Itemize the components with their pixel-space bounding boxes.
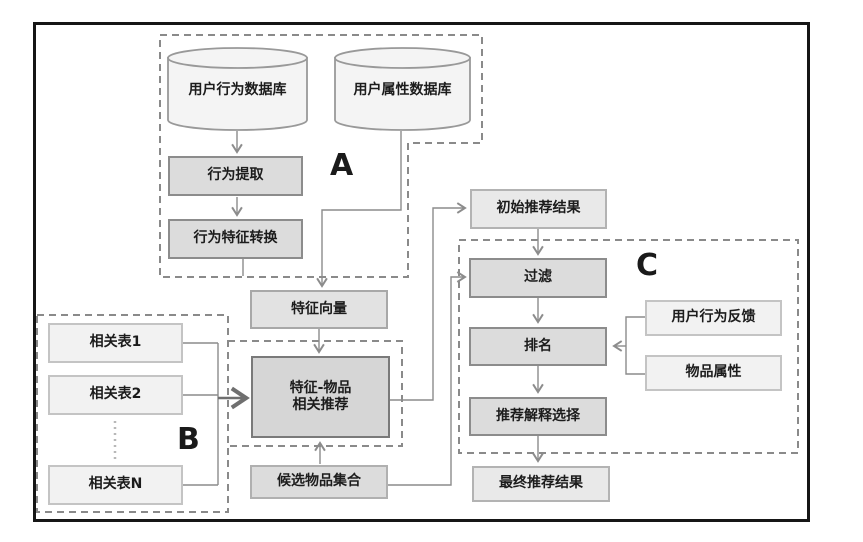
node-behavior-feature-convert: 行为特征转换: [168, 219, 303, 259]
node-user-feedback: 用户行为反馈: [645, 300, 782, 336]
edge-featureitem-to-initialresult: [390, 202, 467, 401]
node-item-attrs: 物品属性: [645, 355, 782, 391]
node-rank: 排名: [469, 327, 607, 366]
node-explain-select: 推荐解释选择: [469, 397, 607, 436]
user-behavior-db-cylinder: [167, 47, 308, 131]
group-c-outline: [458, 239, 799, 454]
node-user-attr-db: 用户属性数据库: [353, 82, 452, 98]
group-a-label: A: [330, 148, 354, 183]
group-c-label: C: [636, 248, 659, 283]
node-rel-table-1: 相关表1: [48, 323, 183, 363]
edge-candidate-to-filter: [388, 271, 467, 486]
node-behavior-extract: 行为提取: [168, 156, 303, 196]
group-a-outline: [159, 34, 483, 278]
node-final-result: 最终推荐结果: [472, 466, 610, 502]
edge-attrdb-to-featurevector: [316, 131, 402, 288]
node-candidate-items: 候选物品集合: [250, 465, 388, 499]
feedback-bus: [625, 316, 645, 375]
node-rel-table-2: 相关表2: [48, 375, 183, 415]
node-initial-result: 初始推荐结果: [470, 189, 607, 229]
node-user-behavior-db: 用户行为数据库: [188, 82, 287, 98]
group-b-label: B: [177, 422, 200, 457]
node-feature-vector: 特征向量: [250, 290, 388, 329]
node-rel-table-n: 相关表N: [48, 465, 183, 505]
node-filter: 过滤: [469, 258, 607, 298]
user-attr-db-cylinder: [334, 47, 471, 131]
node-feature-item-rec: 特征-物品 相关推荐: [251, 356, 390, 438]
